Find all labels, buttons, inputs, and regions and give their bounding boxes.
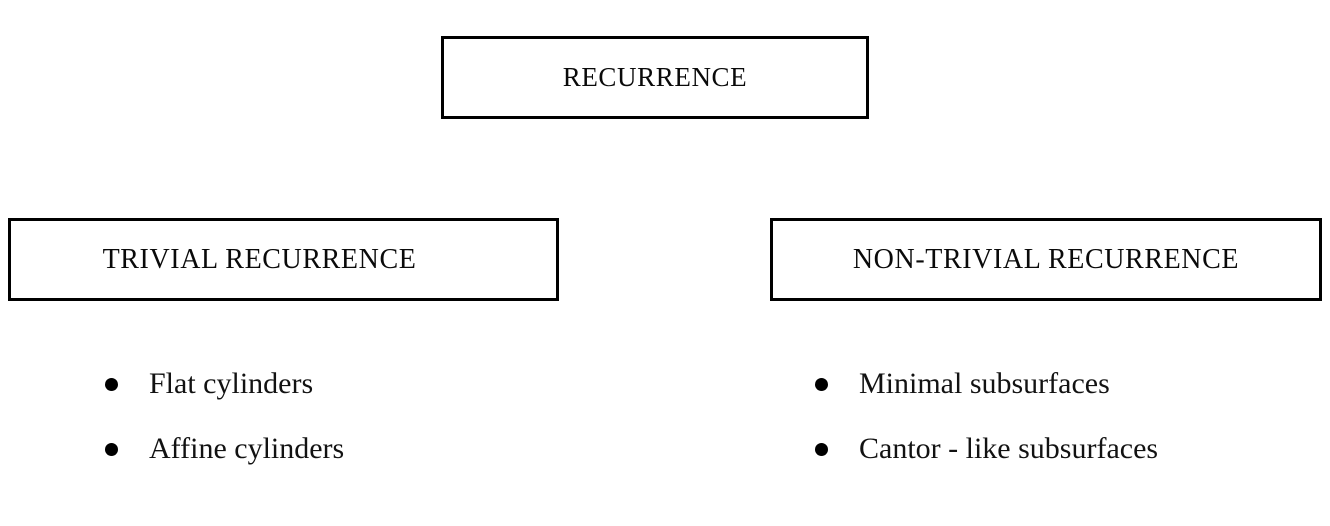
bullet-list-trivial-recurrence: Flat cylinders Affine cylinders (105, 351, 344, 481)
list-item-label: Minimal subsurfaces (859, 367, 1110, 400)
node-label-recurrence: RECURRENCE (562, 62, 748, 92)
bullet-dot-icon (105, 377, 118, 391)
node-box-non-trivial-recurrence: NON-TRIVIAL RECURRENCE (770, 218, 1322, 301)
list-item-label: Cantor - like subsurfaces (859, 432, 1159, 465)
bullet-dot-icon (105, 442, 118, 456)
list-item-label: Affine cylinders (149, 432, 345, 465)
list-item: Minimal subsurfaces (815, 351, 1158, 416)
bullet-dot-icon (815, 377, 828, 391)
node-label-trivial-recurrence: TRIVIAL RECURRENCE (102, 243, 417, 275)
node-label-non-trivial-recurrence: NON-TRIVIAL RECURRENCE (852, 243, 1240, 275)
bullet-dot-icon (815, 442, 828, 456)
node-box-recurrence: RECURRENCE (441, 36, 869, 119)
node-box-trivial-recurrence: TRIVIAL RECURRENCE (8, 218, 559, 301)
list-item-label: Flat cylinders (149, 367, 314, 400)
list-item: Flat cylinders (105, 351, 344, 416)
list-item: Affine cylinders (105, 416, 344, 481)
list-item: Cantor - like subsurfaces (815, 416, 1158, 481)
bullet-list-non-trivial-recurrence: Minimal subsurfaces Cantor - like subsur… (815, 351, 1158, 481)
